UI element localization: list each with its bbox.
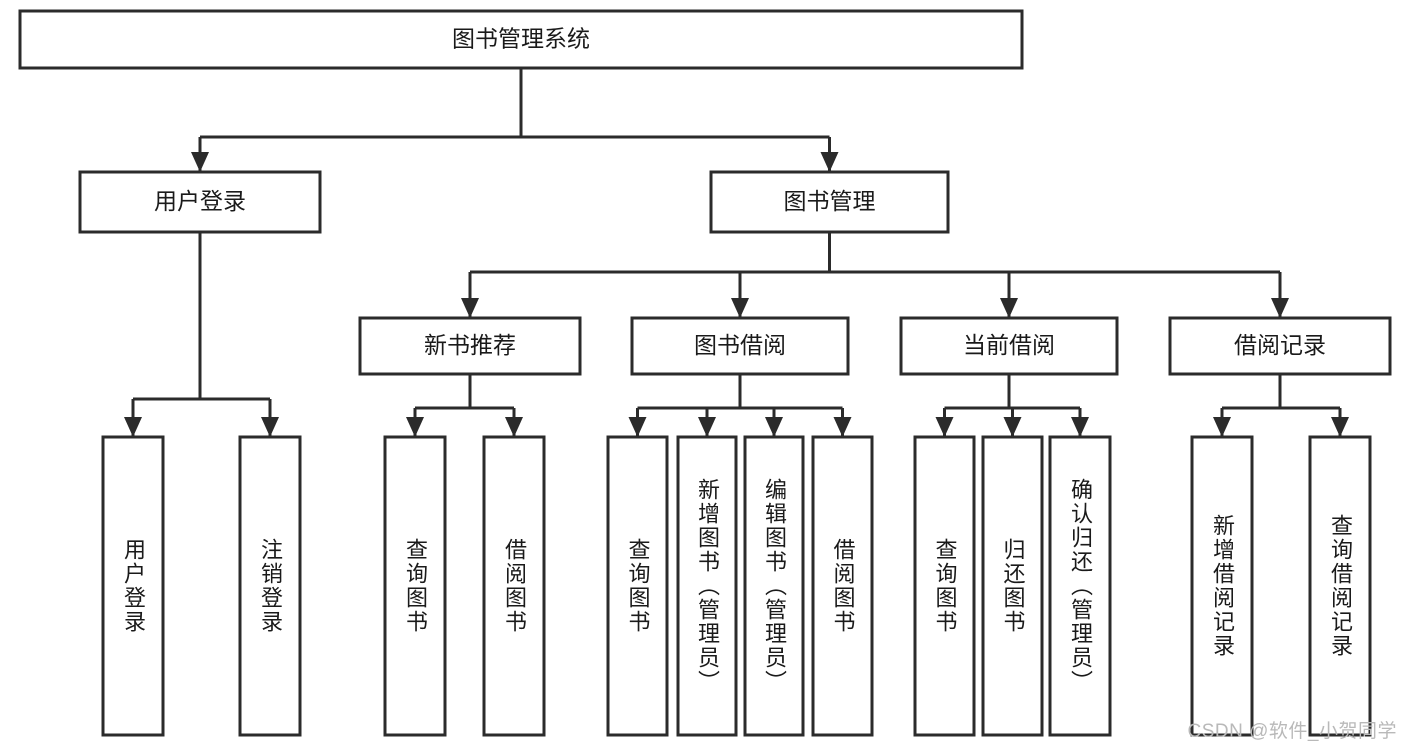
conn-current-borrow-arrow-2 (1071, 417, 1089, 437)
node-new-book-recommend[interactable] (358, 316, 582, 376)
node-leaf-borrow-book-2[interactable] (811, 435, 874, 737)
node-leaf-return-book[interactable] (981, 435, 1044, 737)
node-leaf-edit-book-rect (743, 435, 805, 737)
conn-root-arrow-1 (820, 152, 839, 172)
node-leaf-borrow-book-1-rect (482, 435, 546, 737)
node-leaf-query-book-1-rect (383, 435, 447, 737)
node-book-borrow-label: 图书借阅 (694, 332, 786, 358)
node-user-login[interactable] (78, 170, 322, 234)
node-leaf-logout[interactable] (238, 435, 302, 737)
node-book-manage-rect (709, 170, 950, 234)
node-leaf-user-login[interactable] (101, 435, 165, 737)
node-leaf-confirm-return-rect (1048, 435, 1112, 737)
node-leaf-add-book-rect (676, 435, 738, 737)
conn-user-login-arrow-1 (261, 417, 279, 437)
node-book-borrow-rect (630, 316, 850, 376)
conn-book-manage-arrow-1 (731, 298, 749, 318)
conn-new-book-recommend-arrow-1 (505, 417, 523, 437)
node-leaf-query-book-1[interactable] (383, 435, 447, 737)
node-borrow-record[interactable] (1168, 316, 1392, 376)
node-leaf-logout-rect (238, 435, 302, 737)
conn-book-manage-arrow-3 (1271, 298, 1289, 318)
node-borrow-record-label: 借阅记录 (1234, 332, 1326, 358)
conn-current-borrow-arrow-1 (1003, 417, 1022, 437)
conn-book-borrow-arrow-2 (765, 417, 783, 437)
csdn-watermark: CSDN @软件_小贺同学 (1187, 721, 1397, 742)
node-leaf-query-record[interactable] (1308, 435, 1372, 737)
node-leaf-borrow-book-2-rect (811, 435, 874, 737)
conn-root-arrow-0 (191, 152, 209, 172)
node-new-book-recommend-rect (358, 316, 582, 376)
node-leaf-borrow-book-1[interactable] (482, 435, 546, 737)
node-new-book-recommend-label: 新书推荐 (424, 332, 516, 358)
conn-current-borrow-arrow-0 (935, 417, 954, 437)
node-leaf-add-record-rect (1190, 435, 1254, 737)
conn-user-login-arrow-0 (124, 417, 142, 437)
node-borrow-record-rect (1168, 316, 1392, 376)
node-leaf-query-book-3[interactable] (913, 435, 976, 737)
conn-new-book-recommend-arrow-0 (406, 417, 424, 437)
node-title-label: 图书管理系统 (452, 26, 590, 52)
node-current-borrow-rect (899, 316, 1119, 376)
node-current-borrow-label: 当前借阅 (963, 332, 1055, 358)
node-title-box-rect (18, 9, 1024, 70)
node-user-login-rect (78, 170, 322, 234)
node-leaf-query-book-2[interactable] (606, 435, 669, 737)
node-title-box[interactable] (18, 9, 1024, 70)
node-leaf-query-book-3-rect (913, 435, 976, 737)
conn-book-manage-arrow-2 (1000, 298, 1018, 318)
conn-book-borrow-arrow-3 (833, 417, 852, 437)
connector-layer (124, 68, 1349, 437)
node-leaf-edit-book[interactable] (743, 435, 805, 737)
node-leaf-query-record-rect (1308, 435, 1372, 737)
node-user-login-label: 用户登录 (154, 188, 246, 214)
conn-book-manage-arrow-0 (461, 298, 479, 318)
node-book-manage[interactable] (709, 170, 950, 234)
node-book-manage-label: 图书管理 (784, 188, 876, 214)
node-book-borrow[interactable] (630, 316, 850, 376)
conn-borrow-record-arrow-0 (1213, 417, 1231, 437)
node-leaf-return-book-rect (981, 435, 1044, 737)
conn-book-borrow-arrow-0 (628, 417, 647, 437)
node-leaf-add-book[interactable] (676, 435, 738, 737)
conn-book-borrow-arrow-1 (698, 417, 716, 437)
node-leaf-user-login-rect (101, 435, 165, 737)
conn-borrow-record-arrow-1 (1331, 417, 1349, 437)
node-current-borrow[interactable] (899, 316, 1119, 376)
node-leaf-confirm-return[interactable] (1048, 435, 1112, 737)
node-leaf-query-book-2-rect (606, 435, 669, 737)
node-leaf-add-record[interactable] (1190, 435, 1254, 737)
